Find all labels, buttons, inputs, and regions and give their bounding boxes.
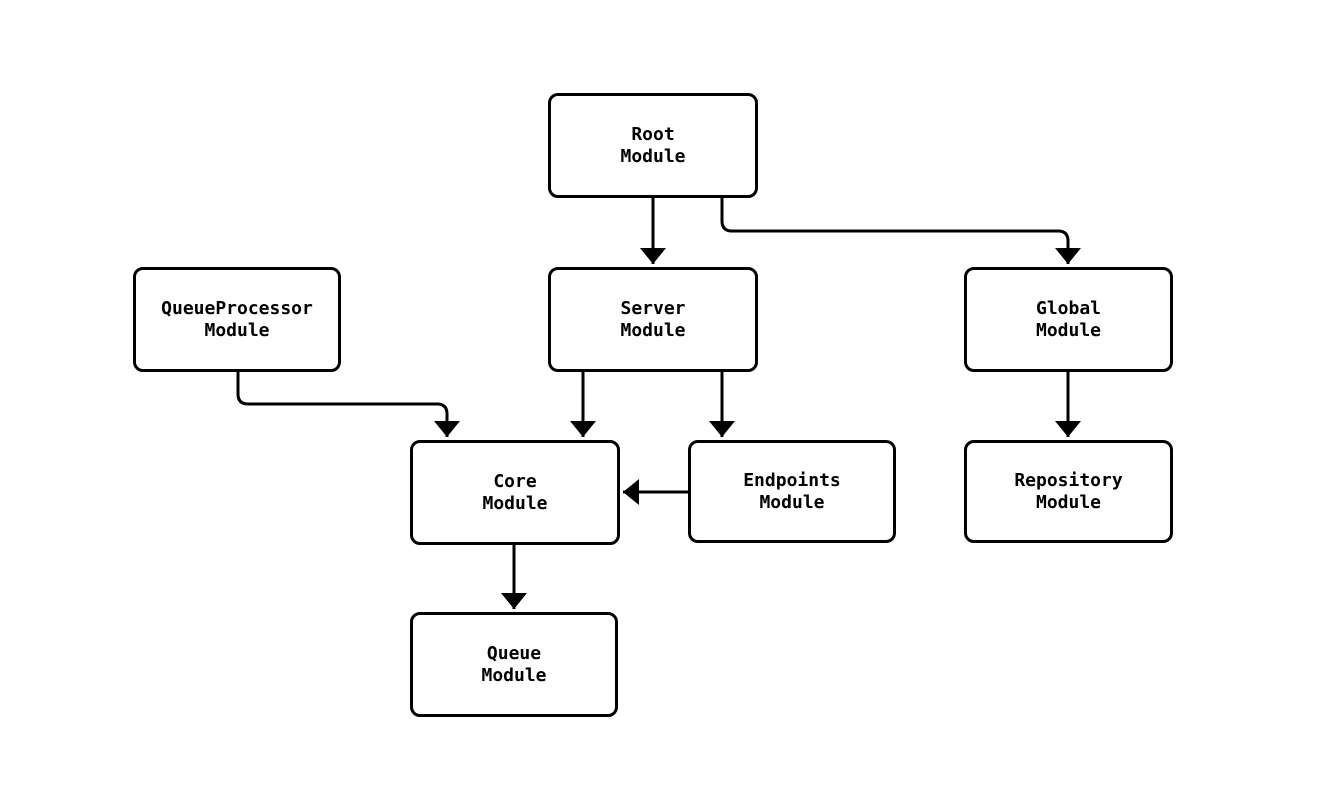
node-endpoints: Endpoints Module xyxy=(688,440,896,543)
node-queueprocessor: QueueProcessor Module xyxy=(133,267,341,372)
node-label-server: Server Module xyxy=(620,297,686,341)
node-repository: Repository Module xyxy=(964,440,1173,543)
node-label-endpoints: Endpoints Module xyxy=(743,469,841,513)
node-label-root: Root Module xyxy=(620,123,686,167)
node-label-queueprocessor: QueueProcessor Module xyxy=(161,297,313,341)
node-server: Server Module xyxy=(548,267,758,372)
node-global: Global Module xyxy=(964,267,1173,372)
node-root: Root Module xyxy=(548,93,758,198)
node-core: Core Module xyxy=(410,440,620,545)
node-label-queue: Queue Module xyxy=(481,642,547,686)
node-label-global: Global Module xyxy=(1035,297,1102,341)
node-queue: Queue Module xyxy=(410,612,618,717)
node-label-repository: Repository Module xyxy=(1014,469,1123,513)
edge-queueprocessor-to-core xyxy=(236,372,460,437)
node-label-core: Core Module xyxy=(482,470,548,514)
edge-root-to-global xyxy=(720,198,1081,264)
